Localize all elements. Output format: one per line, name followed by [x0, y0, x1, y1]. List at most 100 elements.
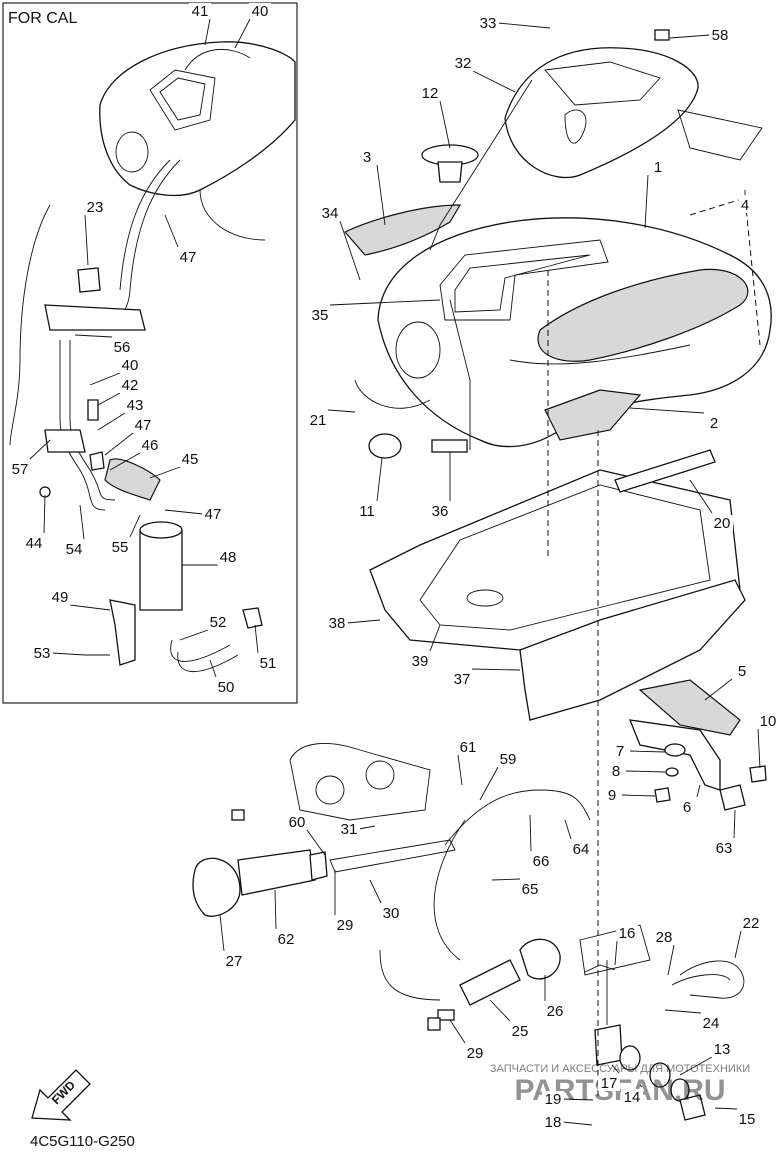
fuel-cock-and-filter	[427, 924, 745, 1121]
callout-bg-41	[189, 3, 211, 19]
callout-bg-1	[651, 159, 665, 175]
callout-leader-28	[667, 944, 675, 976]
callout-leader-27	[219, 914, 225, 952]
callout-62: 62	[278, 931, 295, 948]
callout-leader-40b	[89, 372, 121, 386]
callout-bg-37	[451, 671, 473, 687]
callout-23: 23	[87, 199, 104, 216]
callout-61: 61	[460, 739, 477, 756]
callout-11: 11	[359, 503, 375, 520]
callout-leader-41	[204, 18, 211, 46]
callout-leader-53	[51, 652, 86, 656]
callout-65: 65	[522, 881, 539, 898]
callout-bg-36	[429, 503, 451, 519]
callout-leader-45	[149, 466, 181, 479]
callout-bg-52	[207, 614, 229, 630]
callout-bg-54	[63, 541, 85, 557]
callout-bg-26	[544, 1003, 566, 1019]
callout-bg-18	[542, 1114, 564, 1130]
callout-leader-47c	[164, 509, 204, 515]
callout-bg-24	[700, 1015, 722, 1031]
callout-33: 33	[480, 15, 497, 32]
callout-17: 17	[601, 1075, 618, 1092]
callout-bg-34	[319, 205, 341, 221]
callout-bg-21	[307, 412, 329, 428]
callout-leader-40a	[234, 18, 251, 49]
callout-leader-55	[129, 514, 141, 538]
callout-bg-35	[309, 307, 331, 323]
callout-leader-62	[274, 889, 277, 930]
callout-bg-47a	[177, 249, 199, 265]
callout-bg-51	[257, 655, 279, 671]
callout-leader-35	[329, 299, 441, 306]
callout-leader-50	[209, 659, 217, 678]
callout-18: 18	[545, 1114, 562, 1131]
callout-bg-47c	[202, 506, 224, 522]
callout-21: 21	[310, 412, 327, 429]
callout-49: 49	[52, 589, 69, 606]
callout-leader-58	[669, 34, 711, 39]
callout-leader-3	[376, 164, 386, 226]
callout-leader-37	[471, 668, 521, 671]
callout-57: 57	[12, 461, 29, 478]
callout-leader-39	[429, 624, 441, 652]
callout-32: 32	[455, 55, 472, 72]
callout-bg-6	[680, 799, 694, 815]
callout-9: 9	[608, 787, 616, 804]
inset-frame	[2, 2, 298, 704]
callout-bg-25	[509, 1023, 531, 1039]
callout-31: 31	[341, 821, 358, 838]
callout-bg-4	[738, 197, 752, 213]
fwd-arrow-icon: FWD	[31, 1069, 91, 1121]
callout-bg-38	[326, 615, 348, 631]
callout-37: 37	[454, 671, 471, 688]
callout-leader-57	[29, 439, 51, 460]
callout-leader-61	[457, 754, 463, 786]
callout-leader-65	[491, 878, 521, 881]
callout-bg-29a	[334, 917, 356, 933]
callout-bg-2	[707, 415, 721, 431]
callout-53: 53	[34, 645, 51, 662]
callout-bg-66	[530, 853, 552, 869]
callout-leader-44	[43, 494, 46, 534]
callout-bg-3	[360, 149, 374, 165]
callout-4: 4	[741, 197, 749, 214]
callout-48: 48	[220, 549, 237, 566]
callout-leader-16	[614, 940, 618, 966]
callout-leader-2	[629, 407, 705, 414]
callout-bg-14	[621, 1089, 643, 1105]
callout-bg-31	[338, 821, 360, 837]
callout-bg-17	[598, 1075, 620, 1091]
callout-leader-49	[69, 604, 111, 611]
hose-21	[354, 379, 431, 409]
callout-bg-62	[275, 931, 297, 947]
callout-leader-63	[733, 809, 736, 839]
callout-47a: 47	[180, 249, 197, 266]
callout-bg-12	[419, 85, 441, 101]
callout-66: 66	[533, 853, 550, 870]
callout-leader-13	[679, 1056, 713, 1076]
callout-leader-43	[97, 412, 126, 431]
callout-leader-15	[714, 1107, 738, 1110]
callout-leader-46	[109, 452, 141, 471]
callout-12: 12	[422, 85, 439, 102]
callout-13: 13	[714, 1041, 731, 1058]
callout-bg-16	[616, 925, 638, 941]
fuel-pump-assembly	[192, 742, 591, 1001]
callout-1: 1	[654, 159, 662, 176]
callout-55: 55	[112, 539, 129, 556]
callout-bg-42	[119, 377, 141, 393]
callout-29b: 29	[467, 1045, 484, 1062]
callout-bg-61	[457, 739, 479, 755]
diagram-code: 4C5G110-G250	[30, 1133, 135, 1150]
callout-40b: 40	[122, 357, 139, 374]
callout-bg-49	[49, 589, 71, 605]
callout-43: 43	[127, 397, 144, 414]
bracket-5-6	[628, 679, 767, 811]
callout-3: 3	[363, 149, 371, 166]
callout-leader-32	[472, 70, 516, 93]
callout-bg-32	[452, 55, 474, 71]
callout-44: 44	[26, 535, 43, 552]
callout-24: 24	[703, 1015, 720, 1032]
callout-14: 14	[624, 1089, 641, 1106]
